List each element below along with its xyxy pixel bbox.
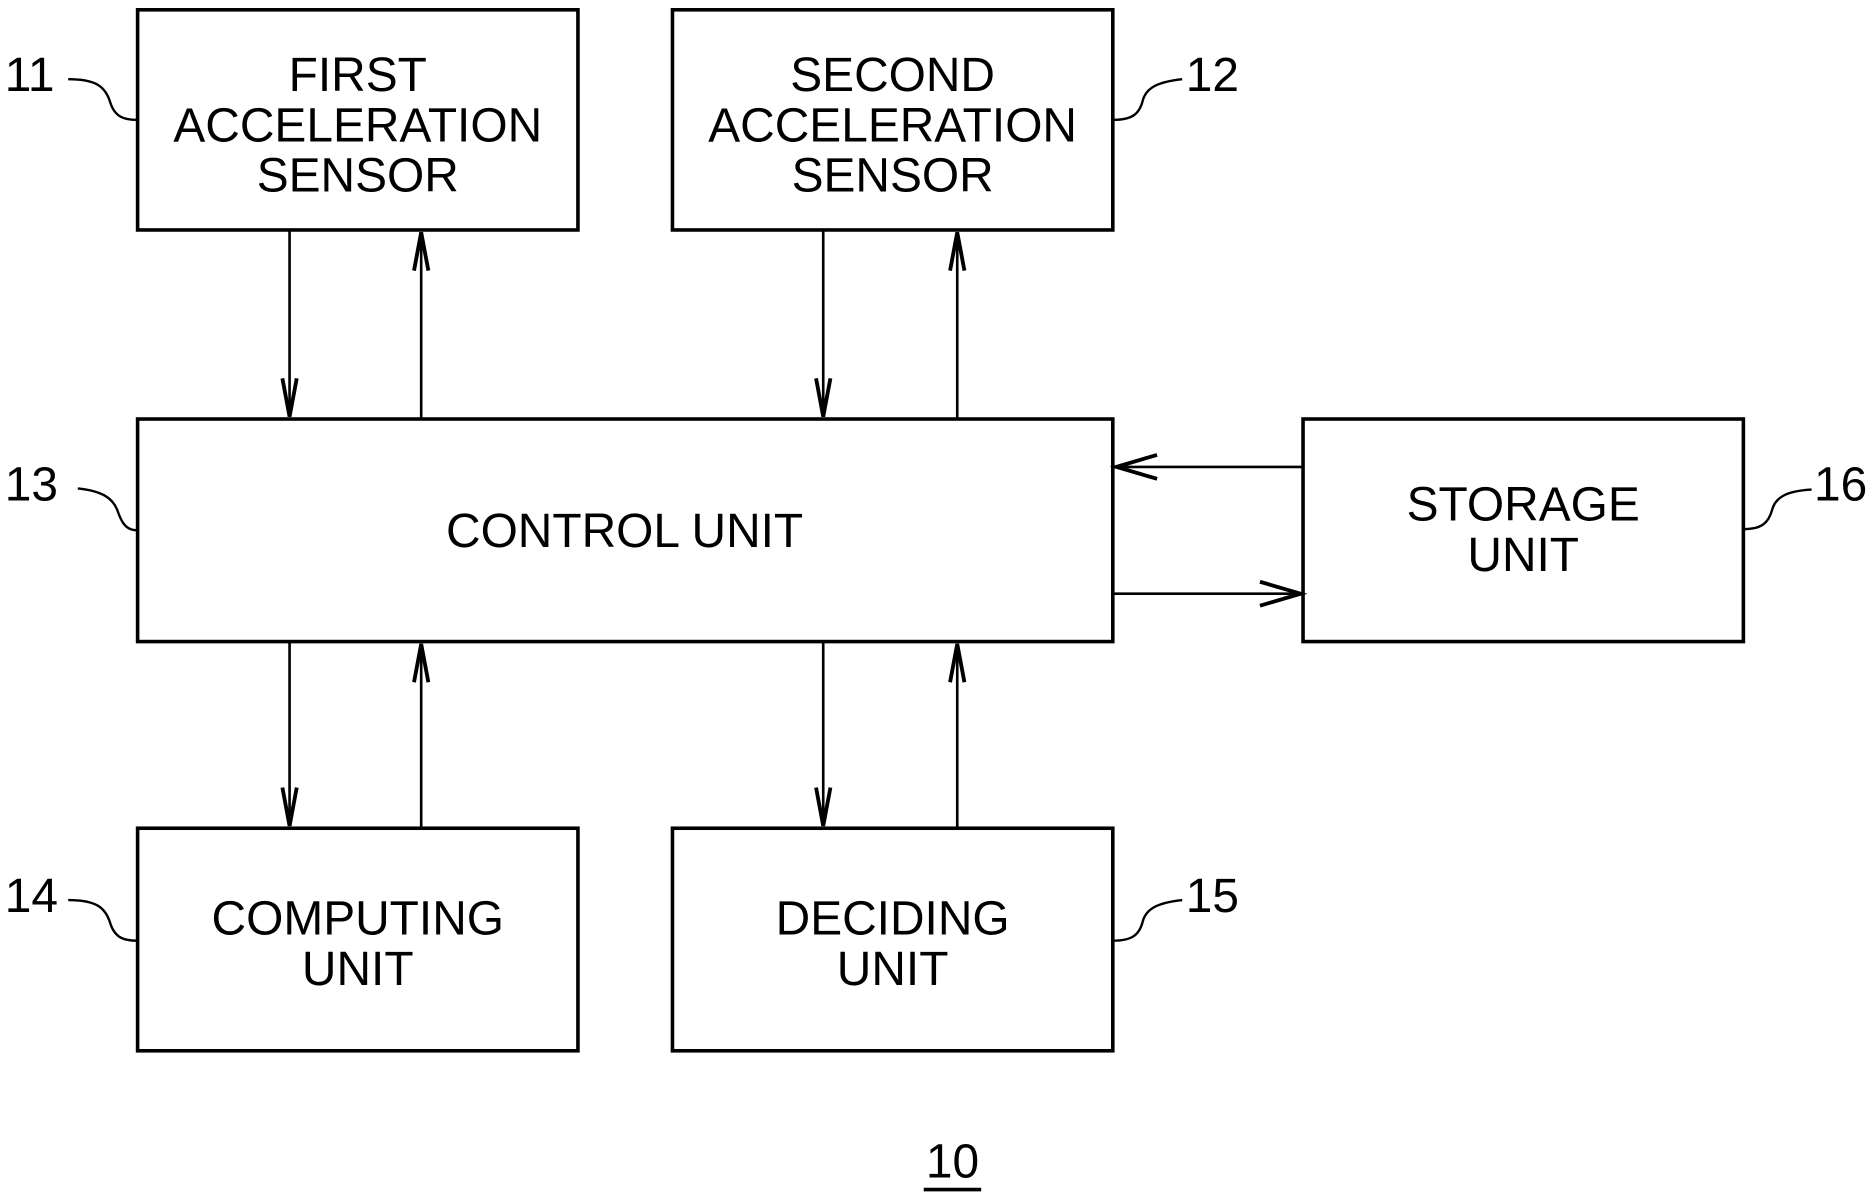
arrow-deciding-to-control: [950, 644, 964, 828]
deciding-unit-label-line-2: UNIT: [837, 943, 949, 996]
leader-line-11: [68, 79, 137, 120]
leader-line-14: [68, 900, 137, 941]
first-acceleration-sensor-block: FIRST ACCELERATION SENSOR: [138, 10, 578, 230]
second-acceleration-sensor-label-line-3: SENSOR: [792, 150, 994, 203]
second-acceleration-sensor-label-line-2: ACCELERATION: [708, 99, 1077, 152]
ref-number-13: 13: [5, 458, 58, 511]
storage-unit-block: STORAGE UNIT: [1303, 419, 1743, 642]
leader-line-12: [1113, 79, 1182, 120]
figure-reference-number: 10: [926, 1136, 979, 1189]
arrow-control-to-deciding: [816, 642, 830, 826]
leader-line-15: [1113, 900, 1182, 941]
second-acceleration-sensor-label-line-1: SECOND: [790, 49, 995, 102]
computing-unit-block: COMPUTING UNIT: [138, 828, 578, 1051]
arrow-control-to-first-sensor: [414, 232, 428, 419]
first-acceleration-sensor-label-line-2: ACCELERATION: [173, 99, 542, 152]
first-acceleration-sensor-label-line-3: SENSOR: [257, 150, 459, 203]
ref-number-16: 16: [1814, 458, 1867, 511]
storage-unit-label-line-2: UNIT: [1467, 529, 1579, 582]
first-acceleration-sensor-label-line-1: FIRST: [289, 49, 427, 102]
control-unit-block: CONTROL UNIT: [138, 419, 1113, 642]
arrow-control-to-computing: [282, 642, 296, 826]
arrow-first-sensor-to-control: [282, 230, 296, 417]
ref-number-15: 15: [1186, 870, 1239, 923]
control-unit-label: CONTROL UNIT: [446, 505, 803, 558]
computing-unit-label-line-1: COMPUTING: [212, 893, 504, 946]
arrow-storage-to-control: [1115, 455, 1303, 479]
arrow-second-sensor-to-control: [816, 230, 830, 417]
arrow-control-to-storage: [1113, 582, 1301, 606]
leader-line-13: [78, 488, 138, 530]
deciding-unit-block: DECIDING UNIT: [672, 828, 1112, 1051]
ref-number-14: 14: [5, 870, 58, 923]
arrow-control-to-second-sensor: [950, 232, 964, 419]
second-acceleration-sensor-block: SECOND ACCELERATION SENSOR: [672, 10, 1112, 230]
ref-number-11: 11: [5, 49, 55, 102]
deciding-unit-label-line-1: DECIDING: [776, 893, 1010, 946]
leader-line-16: [1743, 490, 1811, 529]
storage-unit-label-line-1: STORAGE: [1407, 479, 1640, 532]
computing-unit-label-line-2: UNIT: [302, 943, 414, 996]
arrow-computing-to-control: [414, 644, 428, 828]
ref-number-12: 12: [1186, 49, 1239, 102]
